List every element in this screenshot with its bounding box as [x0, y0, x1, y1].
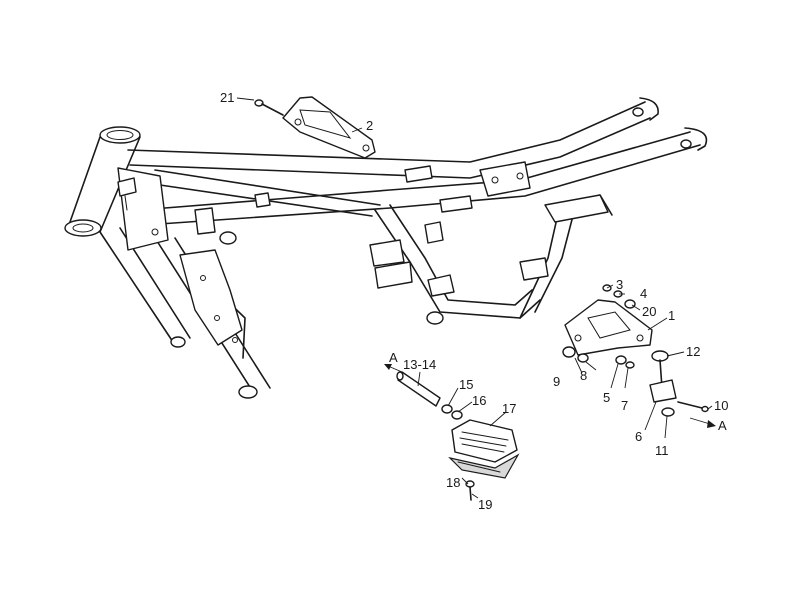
- arrow-a-left-label: A: [389, 350, 398, 365]
- callout-9: 9: [553, 374, 560, 389]
- callout-4: 4: [640, 286, 647, 301]
- callout-20: 20: [642, 304, 656, 319]
- callout-16: 16: [472, 393, 486, 408]
- callout-21: 21: [220, 90, 234, 105]
- arrow-a-left: A: [384, 350, 403, 373]
- callout-13-14: 13-14: [403, 357, 436, 372]
- footpeg-bracket: [564, 299, 653, 356]
- callout-19: 19: [478, 497, 492, 512]
- callout-3: 3: [616, 277, 623, 292]
- bolt-21: [254, 99, 284, 116]
- callout-1: 1: [668, 308, 675, 323]
- callout-5: 5: [603, 390, 610, 405]
- upper-bracket: [282, 96, 376, 159]
- callout-11: 11: [655, 443, 669, 458]
- callout-15: 15: [459, 377, 473, 392]
- nut-washer-8-9: [562, 346, 589, 363]
- callout-17: 17: [502, 401, 516, 416]
- screw-19: [465, 480, 475, 501]
- footpeg-12: [649, 350, 709, 417]
- footboard-17: [448, 419, 520, 479]
- arrow-a-right: A: [689, 417, 727, 433]
- motorcycle-frame: [64, 97, 708, 399]
- leader-lines: [236, 97, 713, 499]
- callout-10: 10: [714, 398, 728, 413]
- callout-18: 18: [446, 475, 460, 490]
- callout-12: 12: [686, 344, 700, 359]
- callout-7: 7: [621, 398, 628, 413]
- callout-2: 2: [366, 118, 373, 133]
- steering-head: [64, 126, 141, 237]
- callout-6: 6: [635, 429, 642, 444]
- callout-8: 8: [580, 368, 587, 383]
- spacer-5-7: [615, 355, 635, 369]
- pivot-pin-13-14: [396, 371, 463, 420]
- callout-labels: 21 2 3 4 20 1 12 9 8 5 7 10 6 11 13-14 1…: [220, 90, 728, 512]
- arrow-a-right-label: A: [718, 418, 727, 433]
